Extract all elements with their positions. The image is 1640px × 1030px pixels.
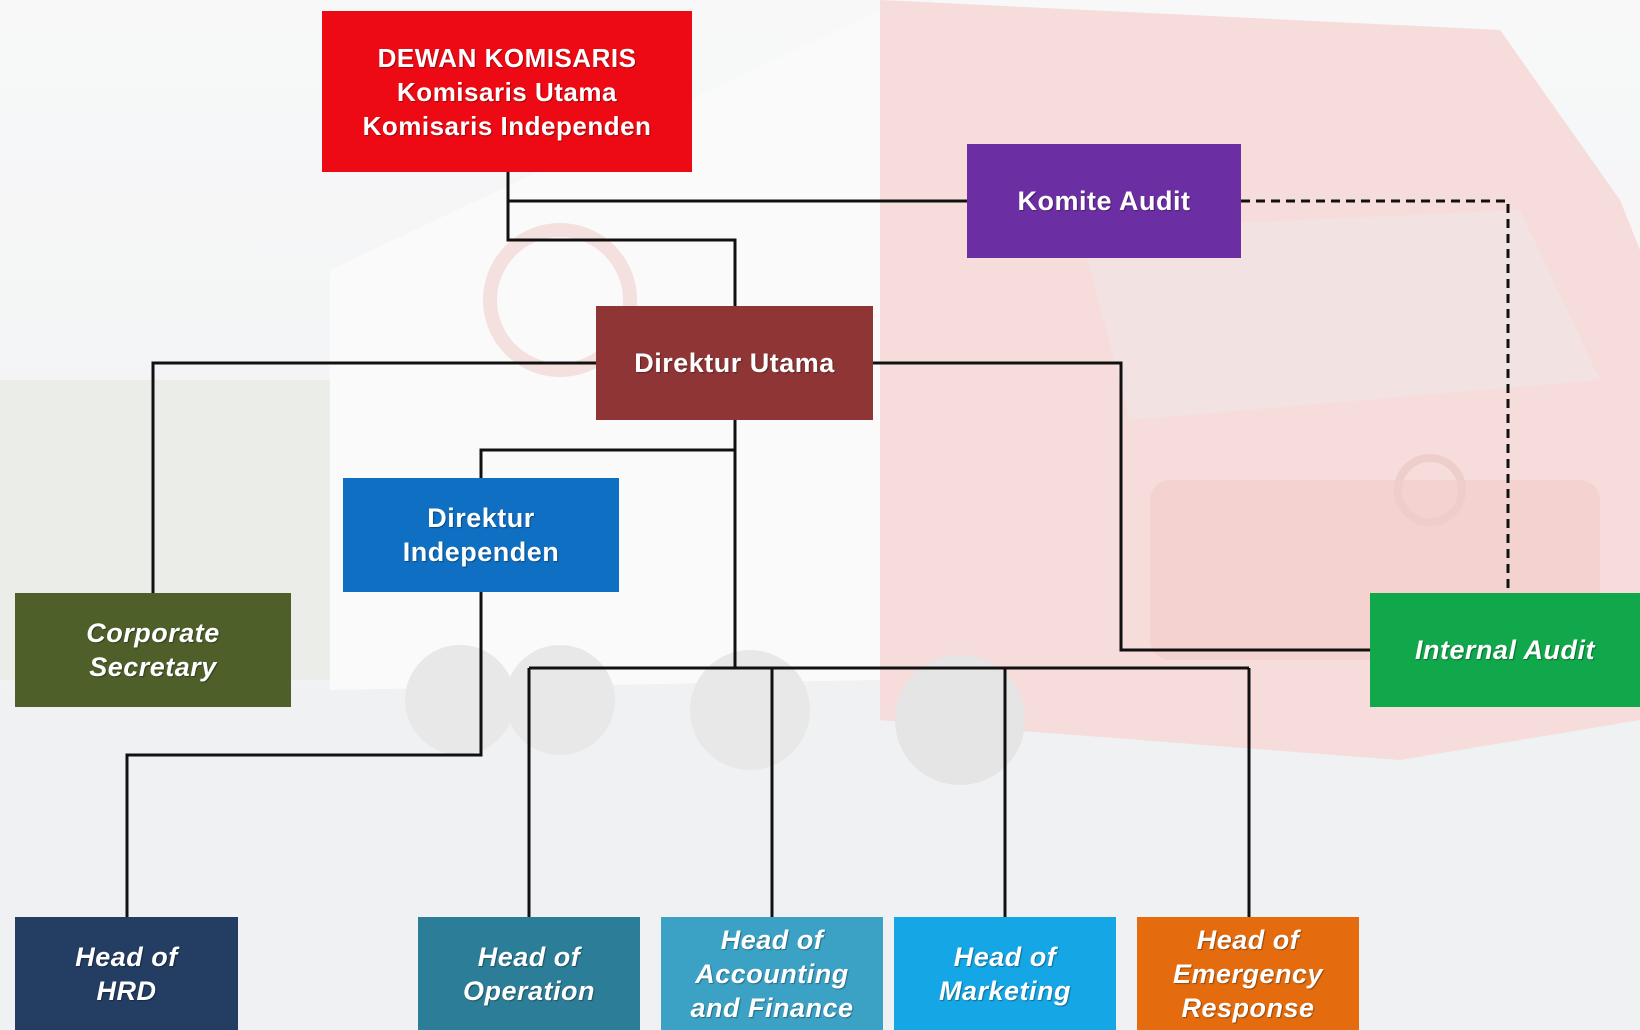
head-operation-box: Head of Operation <box>418 917 640 1030</box>
connector-dirut-intaud <box>873 361 1370 652</box>
direktur-independen-line2: Independen <box>402 537 560 567</box>
corporate-secretary-line1: Corporate <box>86 618 220 648</box>
connector-dirut-corpsec <box>151 361 596 593</box>
head-accounting-line2: Accounting <box>695 958 849 989</box>
connector-dirut-dirind <box>479 448 735 478</box>
head-emergency-line2: Emergency <box>1172 958 1324 989</box>
head-accounting-line3: and Finance <box>690 992 854 1023</box>
board-komisaris-independen: Komisaris Independen <box>362 110 652 141</box>
corporate-secretary-box: Corporate Secretary <box>15 593 291 707</box>
board-komisaris-utama: Komisaris Utama <box>397 76 617 107</box>
dewan-komisaris-box: DEWAN KOMISARIS Komisaris Utama Komisari… <box>322 11 692 172</box>
head-emergency-line3: Response <box>1181 992 1315 1023</box>
head-emergency-line1: Head of <box>1196 924 1300 955</box>
head-marketing-line2: Marketing <box>938 975 1072 1006</box>
board-title: DEWAN KOMISARIS <box>377 42 637 73</box>
head-emergency-box: Head of Emergency Response <box>1137 917 1359 1030</box>
connector-komite-intaud-dashed <box>1241 199 1510 593</box>
komite-audit-box: Komite Audit <box>967 144 1241 258</box>
head-accounting-box: Head of Accounting and Finance <box>661 917 883 1030</box>
corporate-secretary-line2: Secretary <box>89 652 217 682</box>
direktur-independen-box: Direktur Independen <box>343 478 619 592</box>
head-hrd-line1: Head of <box>75 941 178 972</box>
head-hrd-line2: HRD <box>96 975 157 1006</box>
direktur-independen-line1: Direktur <box>427 503 535 533</box>
connector-dirind-hrd <box>125 592 483 917</box>
direktur-utama-box: Direktur Utama <box>596 306 873 420</box>
direktur-utama-label: Direktur Utama <box>634 348 835 378</box>
head-marketing-box: Head of Marketing <box>894 917 1116 1030</box>
internal-audit-label: Internal Audit <box>1415 635 1595 665</box>
connector-board-dirut <box>506 201 737 306</box>
head-operation-line2: Operation <box>462 975 595 1006</box>
connector-board-komite <box>506 172 967 203</box>
head-operation-line1: Head of <box>477 941 581 972</box>
internal-audit-box: Internal Audit <box>1370 593 1640 707</box>
komite-audit-label: Komite Audit <box>1017 186 1191 216</box>
head-marketing-line1: Head of <box>953 941 1057 972</box>
head-hrd-box: Head of HRD <box>15 917 238 1030</box>
head-accounting-line1: Head of <box>720 924 824 955</box>
